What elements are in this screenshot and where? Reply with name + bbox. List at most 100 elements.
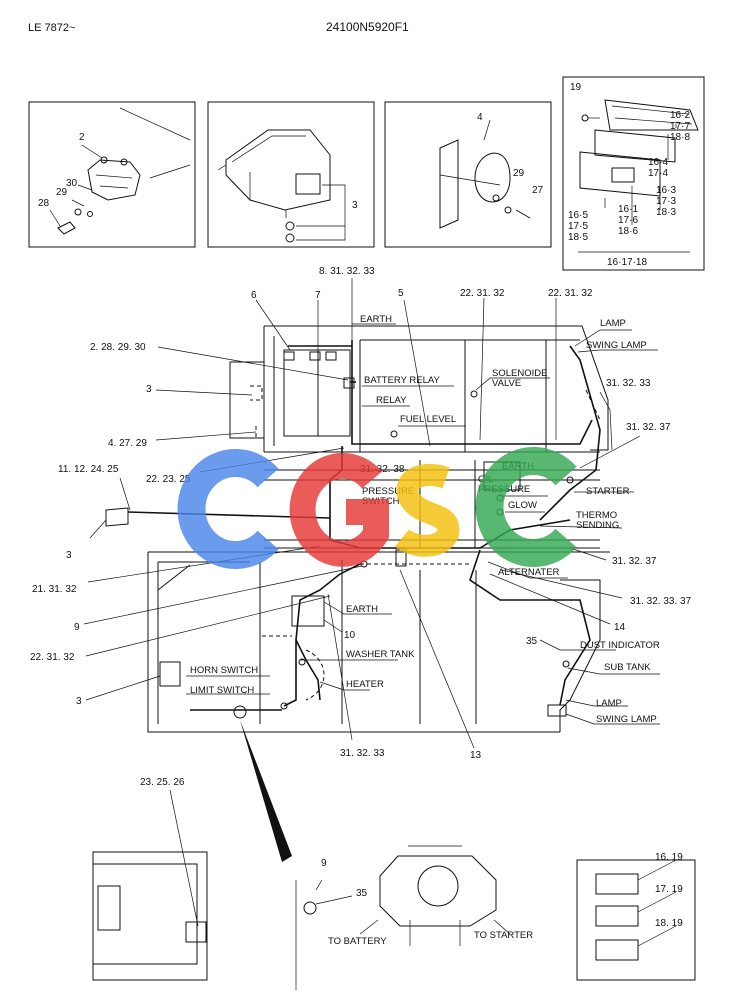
callout-27: 27	[532, 185, 544, 196]
label-battery-relay: BATTERY RELAY	[364, 375, 441, 386]
callout-3c: 3	[66, 550, 72, 561]
label-to-starter: TO STARTER	[474, 930, 533, 941]
callout-8-31-32-33: 8. 31. 32. 33	[319, 266, 375, 277]
model-code: LE 7872~	[28, 22, 76, 34]
callout-5: 5	[398, 288, 404, 299]
label-thermo: THERMO	[576, 510, 617, 521]
label-heater: HEATER	[346, 679, 384, 690]
callout-9b: 9	[321, 858, 327, 869]
callout-3a: 3	[352, 200, 358, 211]
callout-22-31-32a: 22. 31. 32	[460, 288, 505, 299]
callout-19: 19	[570, 82, 582, 93]
callout-31-32-38: 31. 32. 38	[360, 464, 405, 475]
watermark-letter-c1	[177, 449, 279, 569]
detail-box-horn-mount	[384, 101, 552, 248]
label-swing-lamp-top: SWING LAMP	[586, 340, 647, 351]
callout-35b: 35	[356, 888, 368, 899]
label-washer-tank: WASHER TANK	[346, 649, 415, 660]
detail-box-horn	[207, 101, 375, 248]
callout-18-6: 18·6	[618, 226, 638, 237]
label-horn-switch: HORN SWITCH	[190, 665, 258, 676]
cgsc-watermark-logo	[177, 447, 577, 569]
callout-31-32-37a: 31. 32. 37	[626, 422, 671, 433]
label-valve: VALVE	[492, 378, 521, 389]
label-relay: RELAY	[376, 395, 407, 406]
label-pressure: PRESSURE	[362, 486, 414, 497]
callout-21-31-32: 21. 31. 32	[32, 584, 77, 595]
label-lamp-top: LAMP	[600, 318, 626, 329]
part-number: 24100N5920F1	[326, 20, 409, 34]
callout-22-31-32c: 22. 31. 32	[30, 652, 75, 663]
callout-4-27-29: 4. 27. 29	[108, 438, 147, 449]
label-starter: STARTER	[586, 486, 630, 497]
detail-box-battery-relay	[28, 101, 196, 248]
callout-3d: 3	[76, 696, 82, 707]
callout-4: 4	[477, 112, 483, 123]
callout-35a: 35	[526, 636, 538, 647]
callout-17-7: 17·7	[670, 121, 690, 132]
callout-16-1: 16·1	[618, 204, 638, 215]
label-earth-low: EARTH	[346, 604, 378, 615]
callout-2-28-29-30: 2. 28. 29. 30	[90, 342, 146, 353]
callout-16-3: 16·3	[656, 185, 676, 196]
callout-16-5: 16·5	[568, 210, 588, 221]
leader-lines	[83, 278, 660, 749]
callout-18-5: 18·5	[568, 232, 588, 243]
callout-28: 28	[38, 198, 50, 209]
callout-31-32-33b: 31. 32. 33	[340, 748, 385, 759]
callout-16-19: 16. 19	[655, 852, 683, 863]
label-sub-tank: SUB TANK	[604, 662, 651, 673]
watermark-letter-g	[289, 452, 389, 567]
callout-14: 14	[614, 622, 626, 633]
callout-16-17-18: 16·17·18	[607, 257, 647, 268]
callout-16-4: 16·4	[648, 157, 668, 168]
callout-3b: 3	[146, 384, 152, 395]
label-alternater: ALTERNATER	[498, 567, 560, 578]
detail-box-bottom-left	[92, 789, 208, 981]
callout-9a: 9	[74, 622, 80, 633]
detail-arrow	[240, 720, 292, 862]
callout-10: 10	[344, 630, 356, 641]
callout-17-6: 17·6	[618, 215, 638, 226]
label-lamp-low: LAMP	[596, 698, 622, 709]
detail-box-lamp-bulbs	[576, 859, 696, 981]
watermark-letter-c2	[475, 447, 577, 567]
callout-6: 6	[251, 290, 257, 301]
callout-30: 30	[66, 178, 78, 189]
callout-18-8: 18·8	[670, 132, 690, 143]
callout-18-19: 18. 19	[655, 918, 683, 929]
callout-18-3: 18·3	[656, 207, 676, 218]
callout-7: 7	[315, 290, 321, 301]
wiring-harness	[105, 340, 601, 719]
callout-29b: 29	[513, 168, 525, 179]
watermark-letter-s	[394, 463, 460, 557]
label-glow: GLOW	[508, 500, 537, 511]
callout-17-4: 17·4	[648, 168, 668, 179]
label-limit-switch: LIMIT SWITCH	[190, 685, 254, 696]
callout-31-32-33-37: 31. 32. 33. 37	[630, 596, 692, 607]
callout-29a: 29	[56, 187, 68, 198]
label-solenoide: SOLENOIDE	[492, 368, 547, 379]
callout-22-23-25: 22. 23. 25	[146, 474, 191, 485]
callout-11-12-24-25: 11. 12. 24. 25	[58, 464, 119, 475]
callout-22-31-32b: 22. 31. 32	[548, 288, 593, 299]
label-dust-indicator: DUST INDICATOR	[580, 640, 660, 651]
label-sending: SENDING	[576, 520, 619, 531]
callout-31-32-37b: 31. 32. 37	[612, 556, 657, 567]
callout-17-3: 17·3	[656, 196, 676, 207]
callout-16-2: 16·2	[670, 110, 690, 121]
callout-31-32-33a: 31. 32. 33	[606, 378, 651, 389]
label-swing-lamp-low: SWING LAMP	[596, 714, 657, 725]
label-fuel-level: FUEL LEVEL	[400, 414, 456, 425]
detail-box-lamp	[562, 76, 705, 271]
callout-23-25-26: 23. 25. 26	[140, 777, 185, 788]
callout-13: 13	[470, 750, 482, 761]
callout-17-5: 17·5	[568, 221, 588, 232]
label-earth-top: EARTH	[360, 314, 392, 325]
callout-17-19: 17. 19	[655, 884, 683, 895]
callout-2: 2	[79, 132, 85, 143]
detail-battery-relay-connection	[295, 845, 511, 990]
label-to-battery: TO BATTERY	[328, 936, 387, 947]
